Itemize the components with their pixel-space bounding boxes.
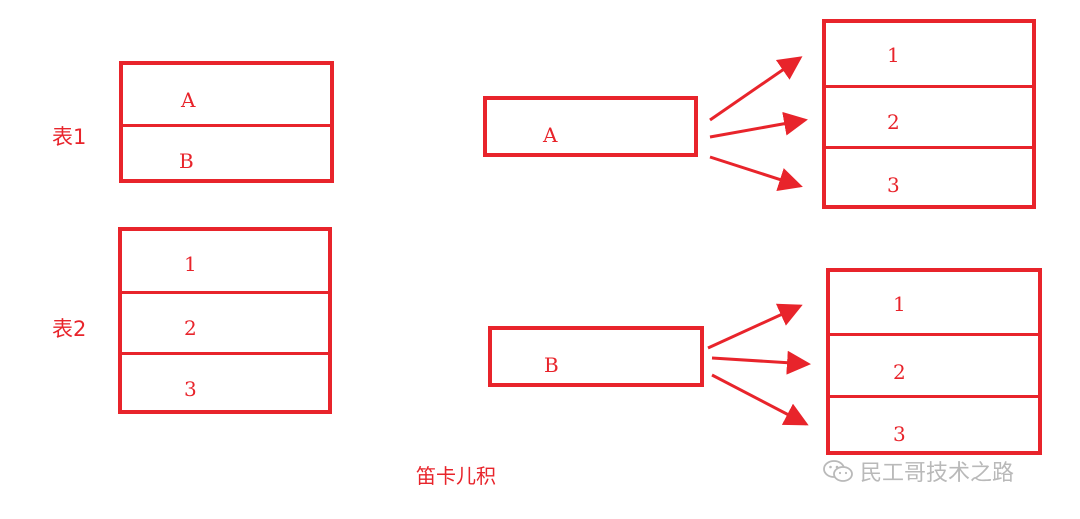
targets-a-row-1-text: 1 (887, 43, 900, 67)
targets-a: 1 2 3 (822, 19, 1036, 209)
targets-b-row-2: 2 (830, 333, 1038, 395)
arrow-a-to-3 (709, 155, 803, 191)
source-b-box: B (488, 326, 704, 387)
table1-row-a-text: A (181, 88, 196, 112)
table1-row-b: B (123, 124, 330, 183)
table2-row-2: 2 (122, 291, 328, 352)
source-a-box: A (483, 96, 698, 157)
table2-row-3-text: 3 (184, 377, 197, 401)
table2-row-1: 1 (122, 231, 328, 291)
targets-a-row-1: 1 (826, 23, 1032, 85)
targets-b-row-3: 3 (830, 395, 1038, 455)
targets-a-row-3-text: 3 (887, 173, 900, 197)
targets-b-row-2-text: 2 (893, 360, 906, 384)
caption: 笛卡儿积 (416, 464, 496, 488)
targets-a-row-2-text: 2 (887, 110, 900, 134)
arrow-b-to-3 (711, 373, 809, 426)
targets-b-row-1-text: 1 (893, 292, 906, 316)
table2-row-2-text: 2 (184, 316, 197, 340)
table2-row-1-text: 1 (184, 252, 197, 276)
arrow-b-to-1 (707, 303, 803, 350)
targets-a-row-3: 3 (826, 146, 1032, 209)
arrow-a-to-2 (709, 111, 808, 139)
watermark: 民工哥技术之路 (822, 455, 1014, 487)
watermark-text: 民工哥技术之路 (860, 461, 1015, 486)
targets-b: 1 2 3 (826, 268, 1042, 455)
table2-label: 表2 (52, 317, 87, 341)
table1-row-b-text: B (179, 149, 194, 173)
table1-row-a: A (123, 65, 330, 124)
targets-b-row-3-text: 3 (893, 422, 906, 446)
table1: A B (119, 61, 334, 183)
table1-label: 表1 (52, 125, 87, 149)
source-b-text: B (544, 353, 559, 377)
source-a-text: A (543, 123, 558, 147)
table2-row-3: 3 (122, 352, 328, 414)
arrow-a-to-1 (709, 56, 803, 122)
targets-a-row-2: 2 (826, 85, 1032, 146)
table2: 1 2 3 (118, 227, 332, 414)
arrow-b-to-2 (711, 350, 811, 375)
targets-b-row-1: 1 (830, 272, 1038, 333)
wechat-icon (823, 460, 853, 482)
